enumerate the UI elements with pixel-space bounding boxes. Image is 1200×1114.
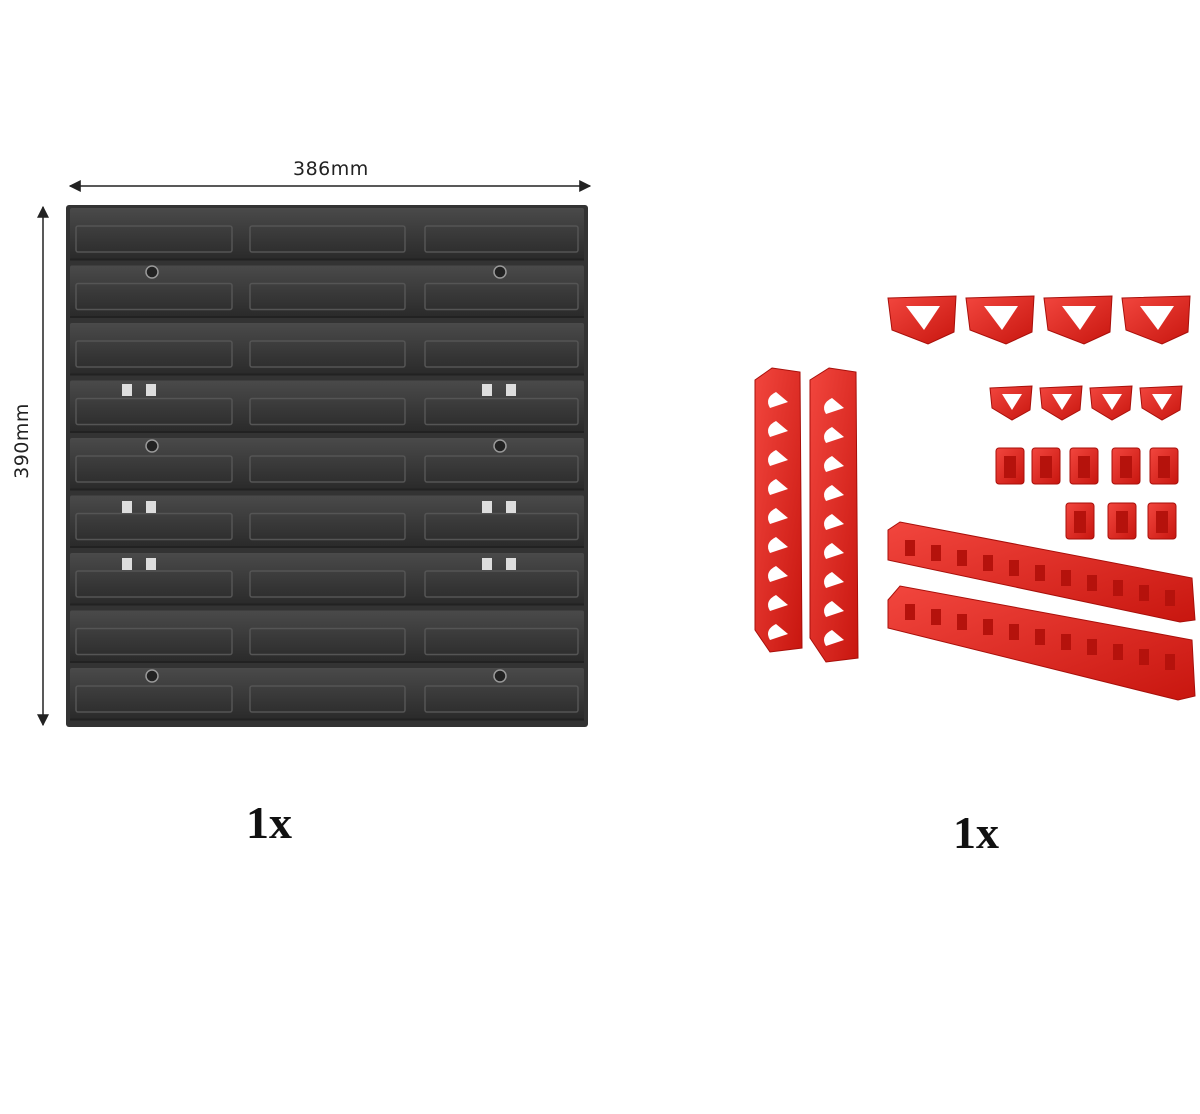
large-triangle-hook (1121, 295, 1191, 345)
panel-slat (70, 553, 584, 606)
wrench-slot (824, 427, 844, 443)
panel-slat (70, 265, 584, 318)
panel-screw (493, 439, 507, 453)
panel-clip (122, 558, 156, 570)
wrench-slot (824, 601, 844, 617)
wrench-holder-left (754, 367, 803, 653)
panel-slat (70, 610, 584, 663)
small-clip (1111, 447, 1141, 485)
panel-screw (493, 265, 507, 279)
panel-slat (70, 495, 584, 548)
panel-screw (145, 265, 159, 279)
rail-slot (1061, 634, 1071, 650)
panel-slat (70, 208, 584, 261)
small-clip (1107, 502, 1137, 540)
panel-slat (70, 380, 584, 433)
panel-quantity: 1x (246, 797, 292, 848)
small-clip (1069, 447, 1099, 485)
wrench-slot (824, 456, 844, 472)
wrench-slot (824, 398, 844, 414)
rail-slot (1165, 590, 1175, 606)
wrench-slot (768, 566, 788, 582)
small-clip (1147, 502, 1177, 540)
wrench-slot (768, 421, 788, 437)
rail-slot (983, 555, 993, 571)
small-triangle-hook (1139, 385, 1183, 421)
wrench-slot (768, 450, 788, 466)
wrench-slot (824, 543, 844, 559)
wrench-slot (768, 537, 788, 553)
small-clip (1149, 447, 1179, 485)
wrench-holder-right (809, 367, 859, 663)
small-triangle-hook (989, 385, 1033, 421)
wrench-slot (768, 508, 788, 524)
accessories-quantity: 1x (953, 807, 999, 858)
large-triangle-hook (1043, 295, 1113, 345)
panel-clip (122, 384, 156, 396)
panel-slat (70, 438, 584, 491)
rail-slot (905, 604, 915, 620)
wrench-slot (824, 514, 844, 530)
wrench-slot (824, 630, 844, 646)
rail-slot (1035, 629, 1045, 645)
wrench-slot (824, 485, 844, 501)
rail-slot (1113, 580, 1123, 596)
panel-slat (70, 323, 584, 376)
panel-screw (145, 669, 159, 683)
rail-slot (931, 609, 941, 625)
rail-slot (957, 614, 967, 630)
rail-slot (1009, 624, 1019, 640)
rail-slot (931, 545, 941, 561)
rail-slot (1113, 644, 1123, 660)
small-triangle-hook (1089, 385, 1133, 421)
rail-slot (1165, 654, 1175, 670)
small-clip (1031, 447, 1061, 485)
width-dimension-label: 386mm (293, 158, 369, 180)
wall-panel (66, 205, 588, 727)
panel-screw (493, 669, 507, 683)
small-triangle-hook (1039, 385, 1083, 421)
wrench-slot (824, 572, 844, 588)
panel-clip (482, 384, 516, 396)
large-triangle-hook (887, 295, 957, 345)
wrench-slot (768, 479, 788, 495)
panel-clip (122, 501, 156, 513)
rail-slot (957, 550, 967, 566)
rail-slot (905, 540, 915, 556)
rail-slot (1035, 565, 1045, 581)
rail-slot (1061, 570, 1071, 586)
panel-screw (145, 439, 159, 453)
panel-clip (482, 558, 516, 570)
small-clip (995, 447, 1025, 485)
wrench-slot (768, 392, 788, 408)
rail-slot (983, 619, 993, 635)
rail-slot (1009, 560, 1019, 576)
small-clip (1065, 502, 1095, 540)
rail-slot (1087, 575, 1097, 591)
accessories-set (754, 295, 1196, 701)
panel-clip (482, 501, 516, 513)
rail-slot (1139, 649, 1149, 665)
panel-slat (70, 668, 584, 721)
wrench-slot (768, 624, 788, 640)
wrench-slot (768, 595, 788, 611)
rail-slot (1139, 585, 1149, 601)
rail-slot (1087, 639, 1097, 655)
large-triangle-hook (965, 295, 1035, 345)
